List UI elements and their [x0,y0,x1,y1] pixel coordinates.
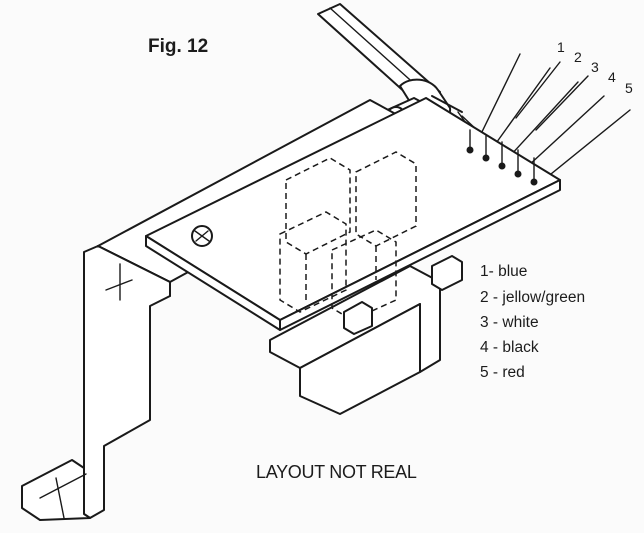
circuit-board [145,97,561,331]
wire-number-5: 5 [625,80,633,96]
board-clips [343,255,463,335]
terminal-pins [466,129,538,186]
wire-number-3: 3 [591,59,599,75]
legend-item-1: 1- blue [480,263,527,280]
legend-item-2: 2 - jellow/green [480,289,585,306]
wire-number-2: 2 [574,49,582,65]
legend-item-5: 5 - red [480,364,525,381]
legend-item-4: 4 - black [480,339,539,356]
wire-numbers: 1 2 3 4 5 [557,39,633,96]
figure-title: Fig. 12 [148,36,208,57]
wire-legend: 1- blue 2 - jellow/green 3 - white 4 - b… [480,263,585,381]
layout-note: LAYOUT NOT REAL [256,462,417,482]
wire-number-1: 1 [557,39,565,55]
legend-item-3: 3 - white [480,314,539,331]
wire-number-4: 4 [608,69,616,85]
hidden-components [279,151,417,321]
